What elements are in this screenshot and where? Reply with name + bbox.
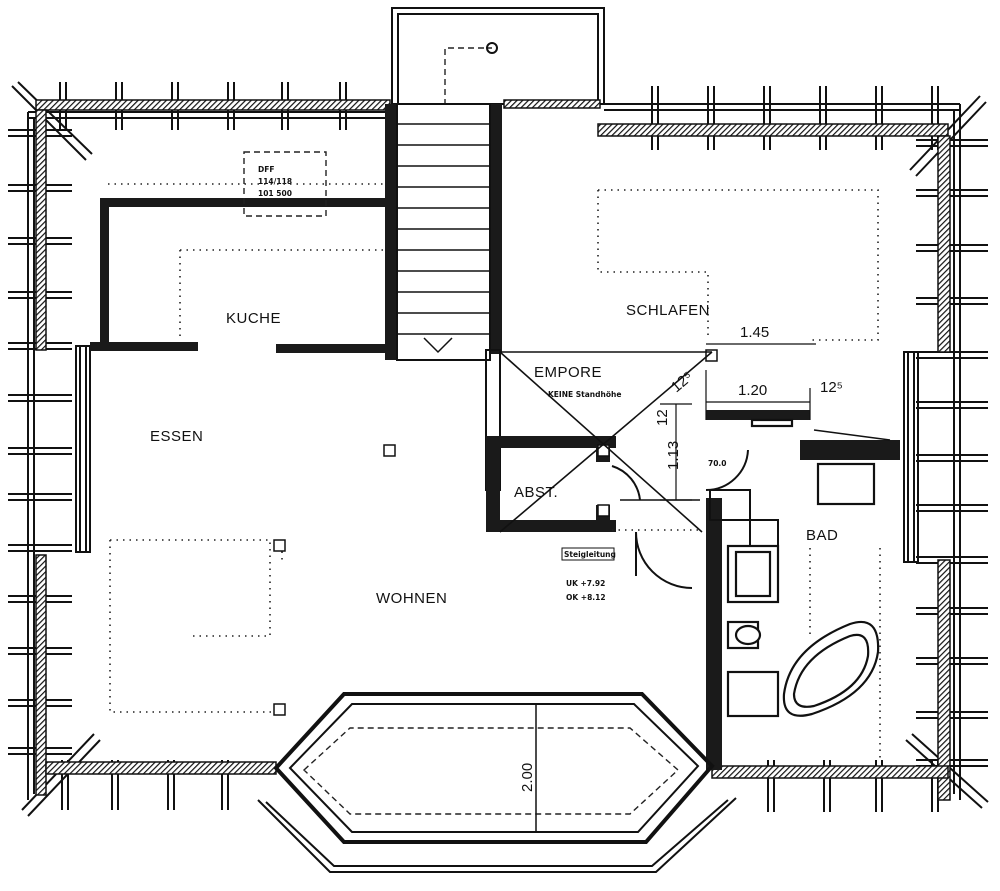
dim-125-right: 12⁵ <box>820 379 843 396</box>
chimney-box: DFF 114/118 101 500 <box>243 151 327 217</box>
dim-120: 1.20 <box>738 382 767 399</box>
bad-wall-note: 70.0 <box>708 459 727 468</box>
outer-walls <box>35 99 951 801</box>
uk-height: UK +7.92 <box>566 579 605 588</box>
dim-200: 2.00 <box>519 763 536 792</box>
doors <box>611 449 749 589</box>
top-balcony <box>391 7 605 105</box>
posts <box>273 349 718 716</box>
interior-walls <box>90 104 900 770</box>
dim-113: 1.13 <box>665 441 682 470</box>
steigleitung-box <box>561 547 615 561</box>
bathroom-fixtures <box>726 418 891 718</box>
room-label-wohnen: WOHNEN <box>376 590 447 607</box>
dim-12: 12 <box>654 409 671 426</box>
ok-height: OK +8.12 <box>566 593 606 602</box>
room-label-bad: BAD <box>806 527 838 544</box>
room-label-essen: ESSEN <box>150 428 203 445</box>
room-label-abst: ABST. <box>514 484 558 501</box>
roof-edge <box>27 103 961 800</box>
dimension-lines <box>660 343 816 501</box>
svg-text:101 500: 101 500 <box>258 189 292 198</box>
dim-125-diag: 12⁵ <box>668 368 696 396</box>
svg-text:DFF: DFF <box>258 165 274 174</box>
bay-window <box>257 692 737 873</box>
dim-145: 1.45 <box>740 324 769 341</box>
room-label-schlafen: SCHLAFEN <box>626 302 710 319</box>
steigleitung-label: Steigleitung <box>564 550 616 559</box>
room-label-empore: EMPORE <box>534 364 602 381</box>
room-label-kueche: KUCHE <box>226 310 281 327</box>
empore-note: KEINE Standhöhe <box>548 390 621 399</box>
staircase <box>396 103 491 361</box>
svg-text:114/118: 114/118 <box>258 177 292 186</box>
